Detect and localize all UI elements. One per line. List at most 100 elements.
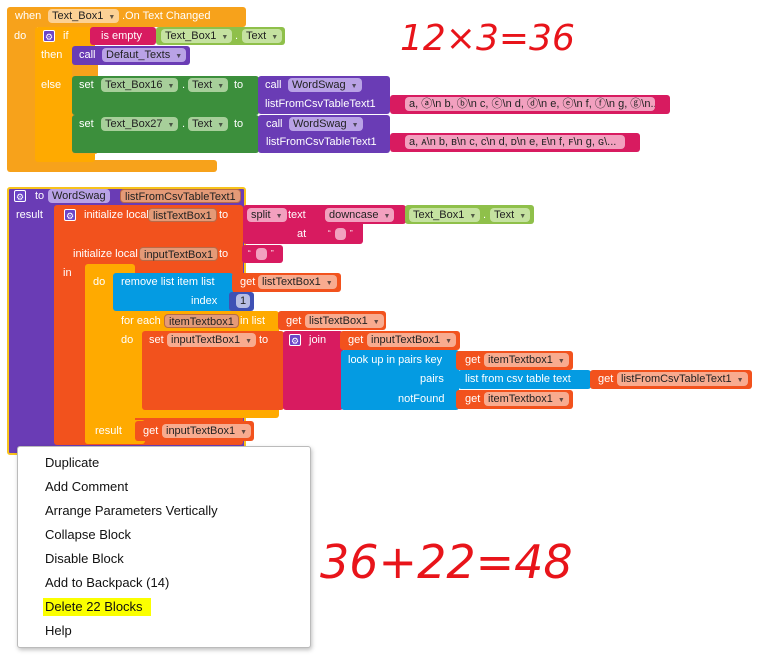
gear-icon[interactable]: ⚙ [289,334,301,346]
component-dropdown[interactable]: Text_Box1▼ [48,9,120,23]
dropdown-arrow-icon: ▼ [557,358,565,365]
variable-dropdown[interactable]: inputTextBox1 ▼ [167,333,257,347]
remove-list-item-label: remove list item list [121,276,215,288]
procedure-name-field[interactable]: WordSwag [48,189,110,203]
procedure-name: Defaut_Texts [106,49,171,61]
then-label: then [41,49,63,61]
property-name: Text [192,118,213,130]
remove-list-item-block[interactable] [113,273,233,311]
property-dropdown[interactable]: Text▼ [242,29,283,43]
property-dropdown[interactable]: Text▼ [188,78,229,92]
get-label: get [143,425,159,437]
dropdown-arrow-icon: ▼ [167,83,175,90]
do-label: do [121,334,134,346]
annotation-top: 12×3=36 [400,18,575,59]
initialize-local-label: initialize local [73,248,138,260]
procedure-dropdown[interactable]: WordSwag▼ [289,117,363,131]
procedure-param[interactable]: listFromCsvTableText1 [120,189,241,203]
menu-item-help[interactable]: Help [45,623,72,638]
loop-var-name[interactable]: itemTextbox1 [164,314,239,328]
text-value-empty[interactable] [335,228,346,240]
list-from-csv-table-block[interactable] [458,370,591,389]
property-name: Text [192,79,213,91]
component-dropdown[interactable]: Text_Box16 ▼ [101,78,179,92]
component-name: Text_Box1 [165,30,217,42]
in-list-label: in list [240,315,266,327]
dropdown-arrow-icon: ▼ [736,377,744,384]
dropdown-arrow-icon: ▼ [325,280,333,287]
quote-open: “ [328,229,331,238]
set-label: set [79,118,94,130]
local-var-name[interactable]: listTextBox1 [148,208,217,222]
set-label: set [79,79,94,91]
text-label: text [288,209,306,221]
dropdown-arrow-icon: ▼ [469,213,477,220]
variable-name: itemTextbox1 [488,393,553,405]
variable-dropdown[interactable]: listFromCsvTableText1 ▼ [617,372,748,386]
do-label: do [93,276,106,288]
property-dropdown[interactable]: Text▼ [490,208,531,222]
dropdown-arrow-icon: ▼ [175,53,183,60]
component-dropdown[interactable]: Text_Box1▼ [409,208,481,222]
to-label: to [234,118,244,130]
variable-dropdown[interactable]: listTextBox1▼ [305,314,384,328]
dropdown-arrow-icon: ▼ [245,338,253,345]
procedure-name: WordSwag [292,79,346,91]
gear-icon[interactable]: ⚙ [14,190,26,202]
text-string-value[interactable]: a, ⓐ\n b, ⓑ\n c, ⓒ\n d, ⓓ\n e, ⓔ\n f, ⓕ\… [405,97,655,111]
when-label: when [15,10,42,22]
event-name-label: .On Text Changed [122,10,211,22]
component-name: Text_Box16 [105,79,163,91]
menu-item-add-to-backpack[interactable]: Add to Backpack (14) [45,575,170,590]
look-up-in-pairs-block[interactable] [341,350,459,410]
local-var-name[interactable]: inputTextBox1 [139,247,219,261]
variable-dropdown[interactable]: inputTextBox1▼ [162,424,252,438]
component-dropdown[interactable]: Text_Box1▼ [161,29,233,43]
event-block-bottom [7,160,217,172]
number-value[interactable]: 1 [236,294,251,308]
menu-item-arrange-parameters-vertically[interactable]: Arrange Parameters Vertically [45,503,218,518]
menu-item-disable-block[interactable]: Disable Block [45,551,124,566]
variable-name: listFromCsvTableText1 [621,373,732,385]
dot-label: . [483,209,487,221]
procedure-dropdown[interactable]: Defaut_Texts ▼ [102,48,187,62]
menu-item-add-comment[interactable]: Add Comment [45,479,129,494]
gear-icon[interactable]: ⚙ [43,30,55,42]
index-label: index [191,295,218,307]
variable-dropdown[interactable]: inputTextBox1▼ [367,333,457,347]
dropdown-arrow-icon: ▼ [167,122,175,129]
dropdown-arrow-icon: ▼ [240,429,248,436]
get-label: get [286,315,302,327]
set-label: set [149,334,164,346]
if-label: if [63,30,69,42]
procedure-dropdown[interactable]: WordSwag ▼ [288,78,362,92]
get-label: get [465,393,481,405]
variable-name: itemTextbox1 [488,354,553,366]
to-label: to [35,190,45,202]
variable-dropdown[interactable]: itemTextbox1▼ [484,392,569,406]
to-label: to [219,209,229,221]
downcase-dropdown[interactable]: downcase▼ [325,208,395,222]
get-label: get [598,373,614,385]
split-dropdown[interactable]: split▼ [247,208,287,222]
variable-name: inputTextBox1 [171,334,241,346]
menu-item-duplicate[interactable]: Duplicate [45,455,100,470]
is-empty-block[interactable] [90,27,156,45]
quote-open: “ [248,249,251,258]
procedure-name: WordSwag [293,118,347,130]
menu-item-collapse-block[interactable]: Collapse Block [45,527,131,542]
variable-dropdown[interactable]: listTextBox1▼ [258,275,337,289]
gear-icon[interactable]: ⚙ [64,209,76,221]
dropdown-arrow-icon: ▼ [383,213,391,220]
variable-dropdown[interactable]: itemTextbox1 ▼ [484,353,569,367]
property-dropdown[interactable]: Text▼ [188,117,229,131]
text-string-value[interactable]: a, ᴀ\n b, ʙ\n c, ᴄ\n d, ᴅ\n e, ᴇ\n f, ꜰ\… [405,135,625,149]
notfound-label: notFound [398,393,445,405]
dropdown-arrow-icon: ▼ [350,83,358,90]
component-dropdown[interactable]: Text_Box27▼ [101,117,179,131]
text-value-empty[interactable] [256,248,267,260]
menu-item-delete-blocks[interactable]: Delete 22 Blocks [43,598,151,616]
if-block-then [62,45,72,155]
call-label: call [265,79,282,91]
else-label: else [41,79,62,91]
